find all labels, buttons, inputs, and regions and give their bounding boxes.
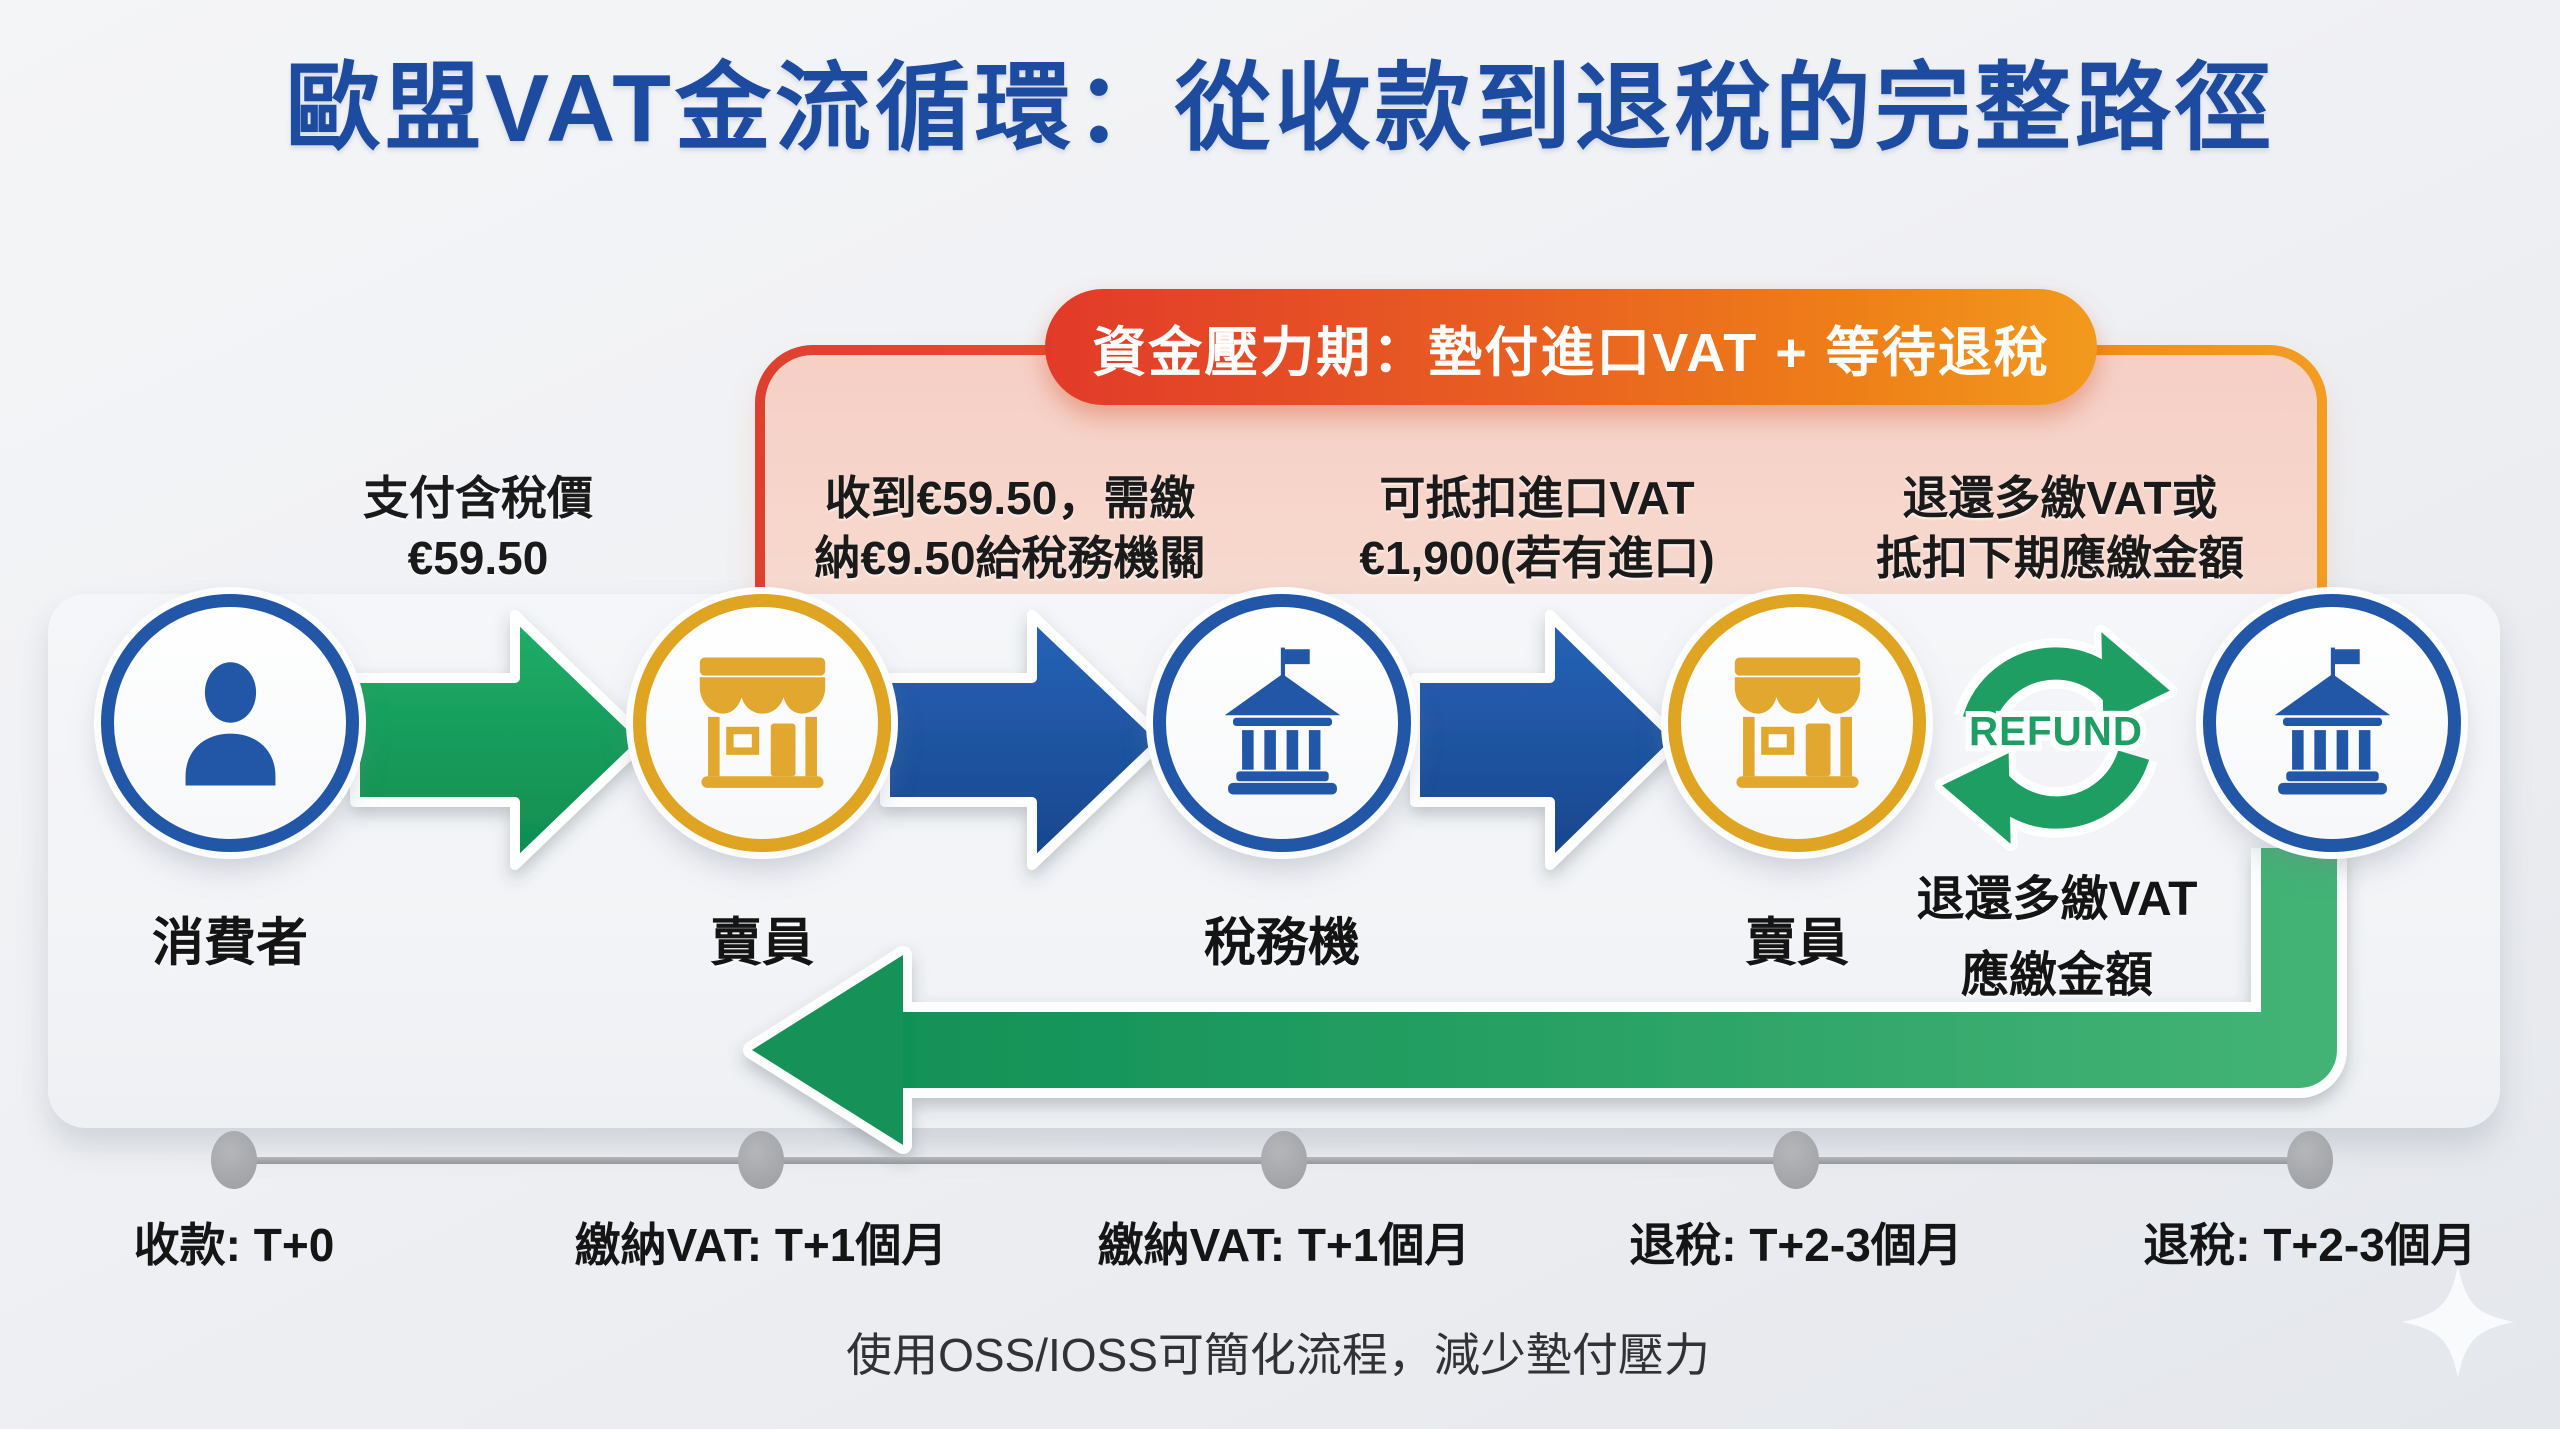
milestone-label-4: 退稅: T+2-3個月 (1629, 1219, 1963, 1271)
person-icon (185, 661, 275, 785)
bank-icon (2274, 647, 2390, 794)
timeline-dot-3 (1261, 1131, 1307, 1189)
node-seller-2 (1668, 594, 1926, 852)
refund-caption: 退還多繳VAT 應繳金額 (1916, 873, 2198, 1002)
node-tax-authority (1153, 594, 1411, 852)
node-label-tax: 稅務機 (1203, 914, 1361, 973)
node-label-seller-2: 賣員 (1744, 914, 1850, 973)
timeline-dot-5 (2287, 1131, 2333, 1189)
pressure-banner-label: 資金壓力期：墊付進口VAT + 等待退稅 (1092, 322, 2050, 383)
footnote: 使用OSS/IOSS可簡化流程，減少墊付壓力 (846, 1329, 1710, 1381)
store-icon (1734, 657, 1860, 788)
bank-icon (1224, 647, 1340, 794)
page-title: 歐盟VAT金流循環：從收款到退稅的完整路徑 (285, 55, 2275, 162)
pressure-banner: 資金壓力期：墊付進口VAT + 等待退稅 (1045, 289, 2097, 405)
timeline-dot-1 (211, 1131, 257, 1189)
milestone-label-3: 繳納VAT: T+1個月 (1097, 1219, 1471, 1271)
timeline-dot-4 (1773, 1131, 1819, 1189)
node-label-consumer: 消費者 (151, 914, 309, 973)
edge-label-payment: 支付含稅價 €59.50 (363, 472, 593, 584)
milestone-label-5: 退稅: T+2-3個月 (2143, 1219, 2477, 1271)
refund-cycle-icon: REFUND (1935, 625, 2177, 851)
refund-badge-text: REFUND (1969, 708, 2143, 754)
edge-label-vat-due: 收到€59.50，需繳 納€9.50給稅務機關 (814, 472, 1206, 584)
milestone-label-1: 收款: T+0 (133, 1219, 335, 1271)
timeline-dot-2 (738, 1131, 784, 1189)
node-tax-authority-refund (2203, 594, 2461, 852)
node-seller-1 (633, 594, 891, 852)
sparkle-icon (2402, 1266, 2514, 1378)
milestone-label-2: 繳納VAT: T+1個月 (574, 1219, 948, 1271)
store-icon (699, 657, 825, 788)
edge-label-refund-or-offset: 退還多繳VAT或 抵扣下期應繳金額 (1876, 472, 2244, 584)
edge-label-import-vat-credit: 可抵扣進口VAT €1,900(若有進口) (1359, 472, 1715, 584)
node-label-seller-1: 賣員 (709, 914, 815, 973)
node-consumer (101, 594, 359, 852)
